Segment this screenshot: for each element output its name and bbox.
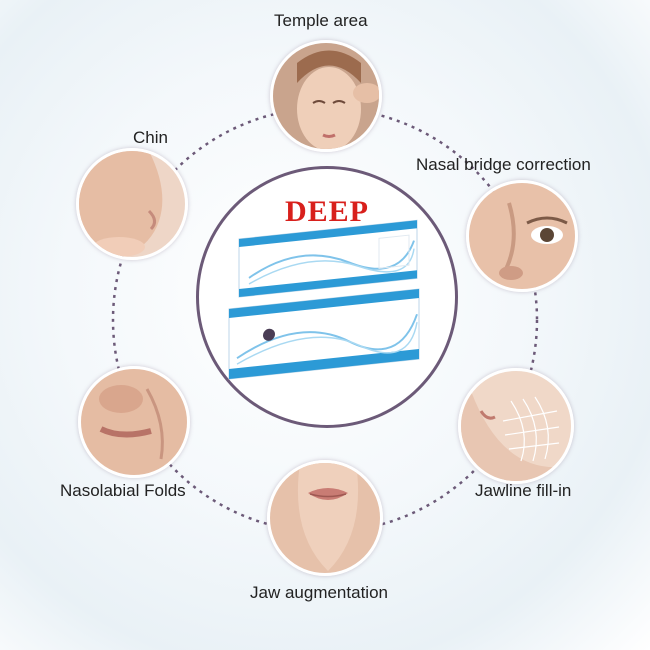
label-chin: Chin: [133, 128, 168, 147]
chin-photo: [76, 148, 188, 260]
product-box-image: [228, 219, 420, 380]
nasal-bridge-photo: [466, 180, 578, 292]
label-nasal-bridge-correction: Nasal bridge correction: [416, 155, 591, 174]
label-temple-area: Temple area: [274, 11, 368, 30]
label-jaw-augmentation: Jaw augmentation: [250, 583, 388, 602]
label-nasolabial-folds: Nasolabial Folds: [60, 481, 186, 500]
jaw-augmentation-photo: [267, 460, 383, 576]
center-product-circle: DEEP: [196, 166, 458, 428]
nasolabial-folds-photo: [78, 366, 190, 478]
label-jawline-fill-in: Jawline fill-in: [475, 481, 572, 500]
temple-area-photo: [270, 40, 382, 152]
product-title: DEEP: [284, 195, 369, 228]
jawline-photo: [458, 368, 574, 484]
